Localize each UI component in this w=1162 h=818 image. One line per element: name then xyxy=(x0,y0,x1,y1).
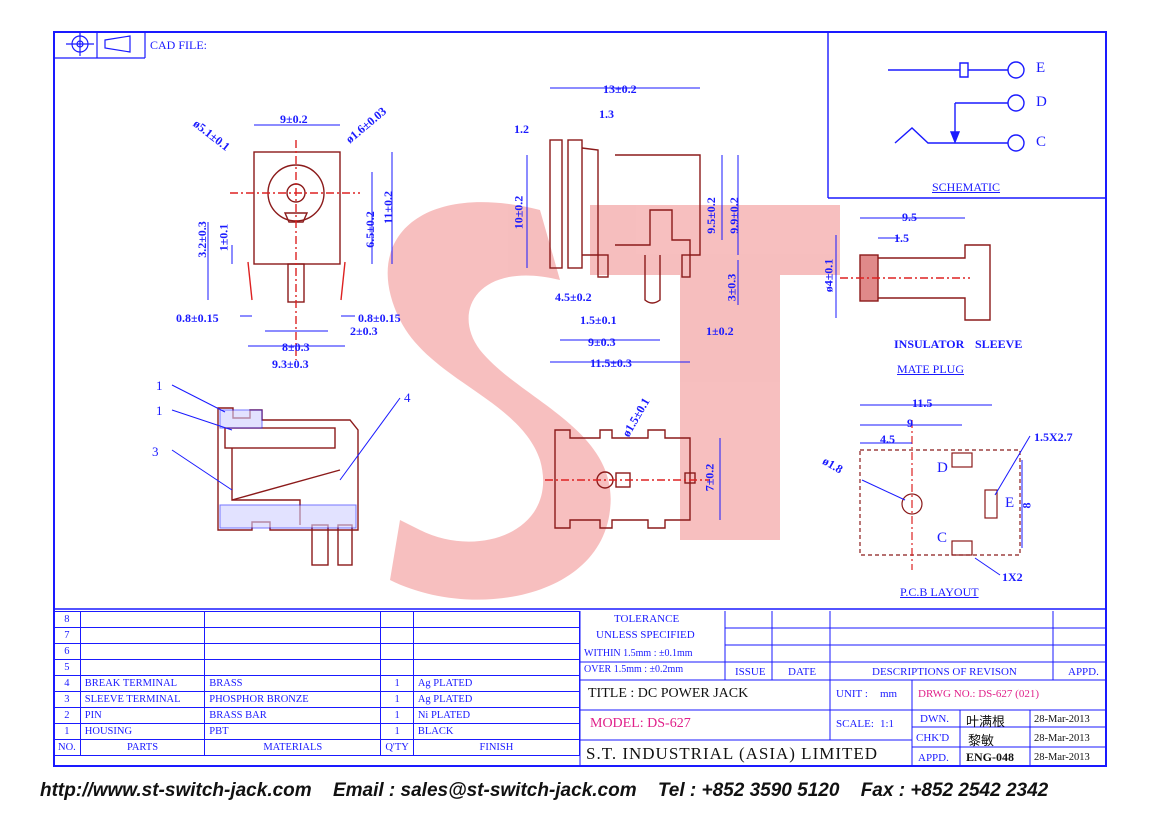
dim-top-total: 9.3±0.3 xyxy=(272,357,309,371)
pcb-layout-outline xyxy=(859,404,1031,576)
mate-plug-outline xyxy=(835,217,991,321)
callout-1a: 1 xyxy=(156,378,163,393)
plug-insulator-label: INSULATOR xyxy=(894,337,965,351)
appd-name: ENG-048 xyxy=(966,750,1014,764)
dim-pcb-slot: 1.5X2.7 xyxy=(1034,430,1073,444)
rev-date-header: DATE xyxy=(788,666,817,678)
dim-top-lead-left: 0.8±0.15 xyxy=(176,311,219,325)
pcb-pin-c: C xyxy=(937,530,948,546)
plug-sleeve-label: SLEEVE xyxy=(975,337,1023,351)
dwn-label: DWN. xyxy=(920,713,950,725)
dwn-date: 28-Mar-2013 xyxy=(1034,714,1090,725)
rev-description-header: DESCRIPTIONS OF REVISON xyxy=(872,666,1017,678)
chkd-label: CHK'D xyxy=(916,732,950,744)
callout-1b: 1 xyxy=(156,403,163,418)
fax-text: Fax : +852 2542 2342 xyxy=(860,780,1049,801)
dim-top-width: 9±0.2 xyxy=(280,112,308,126)
dwn-name: 叶满根 xyxy=(966,715,1006,730)
scale-label: SCALE: xyxy=(836,718,874,730)
projection-symbol-icon xyxy=(55,31,146,59)
dim-side-offset: 4.5±0.2 xyxy=(555,290,592,304)
tolerance-title: TOLERANCE xyxy=(614,613,680,625)
dim-pcb-total: 11.5 xyxy=(912,396,933,410)
callout-4: 4 xyxy=(404,390,411,405)
unit-value: mm xyxy=(880,688,898,700)
dim-plug-length: 9.5 xyxy=(902,210,917,224)
dim-pcb-mid: 9 xyxy=(907,416,913,430)
pcb-layout-title: P.C.B LAYOUT xyxy=(900,585,979,599)
company-name: S.T. INDUSTRIAL (ASIA) LIMITED xyxy=(586,744,879,763)
appd-date: 28-Mar-2013 xyxy=(1034,752,1090,763)
cad-file-label: CAD FILE: xyxy=(150,38,207,52)
dim-plug-insulator: 1.5 xyxy=(894,231,909,245)
schematic-pin-e: E xyxy=(1036,60,1046,76)
appd-label: APPD. xyxy=(918,752,949,764)
schematic-pin-c: C xyxy=(1036,134,1047,150)
dim-top-pin-gap: 2±0.3 xyxy=(350,324,378,338)
dim-side-flange: 1.2 xyxy=(514,122,529,136)
callout-3: 3 xyxy=(152,444,159,459)
dim-side-pitch: 9±0.3 xyxy=(588,335,616,349)
tolerance-over: OVER 1.5mm : ±0.2mm xyxy=(584,664,684,675)
schematic-title: SCHEMATIC xyxy=(932,180,1001,194)
unit-label: UNIT : xyxy=(836,688,868,700)
rev-issue-header: ISSUE xyxy=(735,666,766,678)
tolerance-subtitle: UNLESS SPECIFIED xyxy=(596,629,695,641)
bom-empty-row: 8 xyxy=(53,611,581,628)
phone-text: Tel : +852 3590 5120 xyxy=(657,780,840,801)
pcb-pin-e: E xyxy=(1005,495,1015,511)
model-number: MODEL: DS-627 xyxy=(590,716,691,731)
contact-footer: http://www.st-switch-jack.com Email : sa… xyxy=(40,780,1140,802)
dim-side-length: 13±0.2 xyxy=(603,82,637,96)
rev-appd-header: APPD. xyxy=(1068,666,1099,678)
mate-plug-title: MATE PLUG xyxy=(897,362,965,376)
tolerance-within: WITHIN 1.5mm : ±0.1mm xyxy=(584,648,693,659)
bom-empty-row: 7 xyxy=(53,627,581,644)
schematic-pin-d: D xyxy=(1036,94,1047,110)
dim-side-pin-a: 1.5±0.1 xyxy=(580,313,617,327)
dim-side-total: 11.5±0.3 xyxy=(590,356,632,370)
dim-pcb-hole-offset: 4.5 xyxy=(880,432,895,446)
schematic-box xyxy=(827,31,1107,199)
chkd-name: 黎敏 xyxy=(968,734,995,749)
scale-value: 1:1 xyxy=(880,718,895,730)
dim-side-gap: 1.3 xyxy=(599,107,614,121)
pcb-pin-d: D xyxy=(937,460,948,476)
dim-top-lead-right: 0.8±0.15 xyxy=(358,311,401,325)
drawing-title: TITLE : DC POWER JACK xyxy=(588,686,749,701)
section-view-outline xyxy=(171,384,401,566)
email-link[interactable]: Email : sales@st-switch-jack.com xyxy=(332,780,637,801)
dim-side-pin-b: 1±0.2 xyxy=(706,324,734,338)
website-link[interactable]: http://www.st-switch-jack.com xyxy=(40,780,312,801)
drawing-number: DRWG NO.: DS-627 (021) xyxy=(918,688,1039,700)
top-view-outline xyxy=(207,124,393,360)
dim-top-lead-span: 8±0.3 xyxy=(282,340,310,354)
chkd-date: 28-Mar-2013 xyxy=(1034,733,1090,744)
front-view-outline xyxy=(545,429,721,529)
dim-pcb-slot-small: 1X2 xyxy=(1002,570,1023,584)
side-view-outline xyxy=(526,87,739,363)
